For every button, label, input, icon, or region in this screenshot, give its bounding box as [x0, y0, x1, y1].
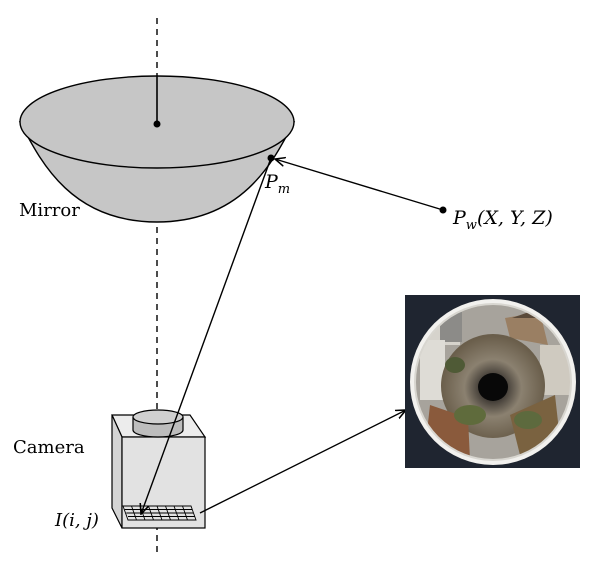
- label-pw: Pw(X, Y, Z): [452, 207, 553, 233]
- point-pm: [267, 154, 275, 162]
- label-pw-main: P: [452, 207, 467, 229]
- image-sensor-grid: [122, 505, 197, 521]
- ray-mirror-to-sensor: [141, 157, 272, 514]
- camera: [111, 409, 207, 529]
- ray-world-to-mirror: [275, 159, 444, 211]
- omnidirectional-image: [405, 295, 580, 468]
- label-pm-sub: m: [278, 182, 290, 197]
- point-pw: [439, 206, 447, 214]
- label-camera: Camera: [13, 437, 85, 458]
- camera-lens-top: [132, 409, 184, 425]
- label-pw-sub: w: [466, 218, 477, 233]
- label-mirror: Mirror: [19, 200, 80, 221]
- ray-sensor-to-image: [199, 410, 406, 514]
- label-pw-args: (X, Y, Z): [477, 207, 553, 229]
- label-pm: Pm: [264, 171, 290, 197]
- mirror-focus-point: [153, 120, 161, 128]
- label-pm-main: P: [264, 171, 279, 193]
- label-image-point: I(i, j): [54, 510, 99, 531]
- mirror: [18, 75, 296, 223]
